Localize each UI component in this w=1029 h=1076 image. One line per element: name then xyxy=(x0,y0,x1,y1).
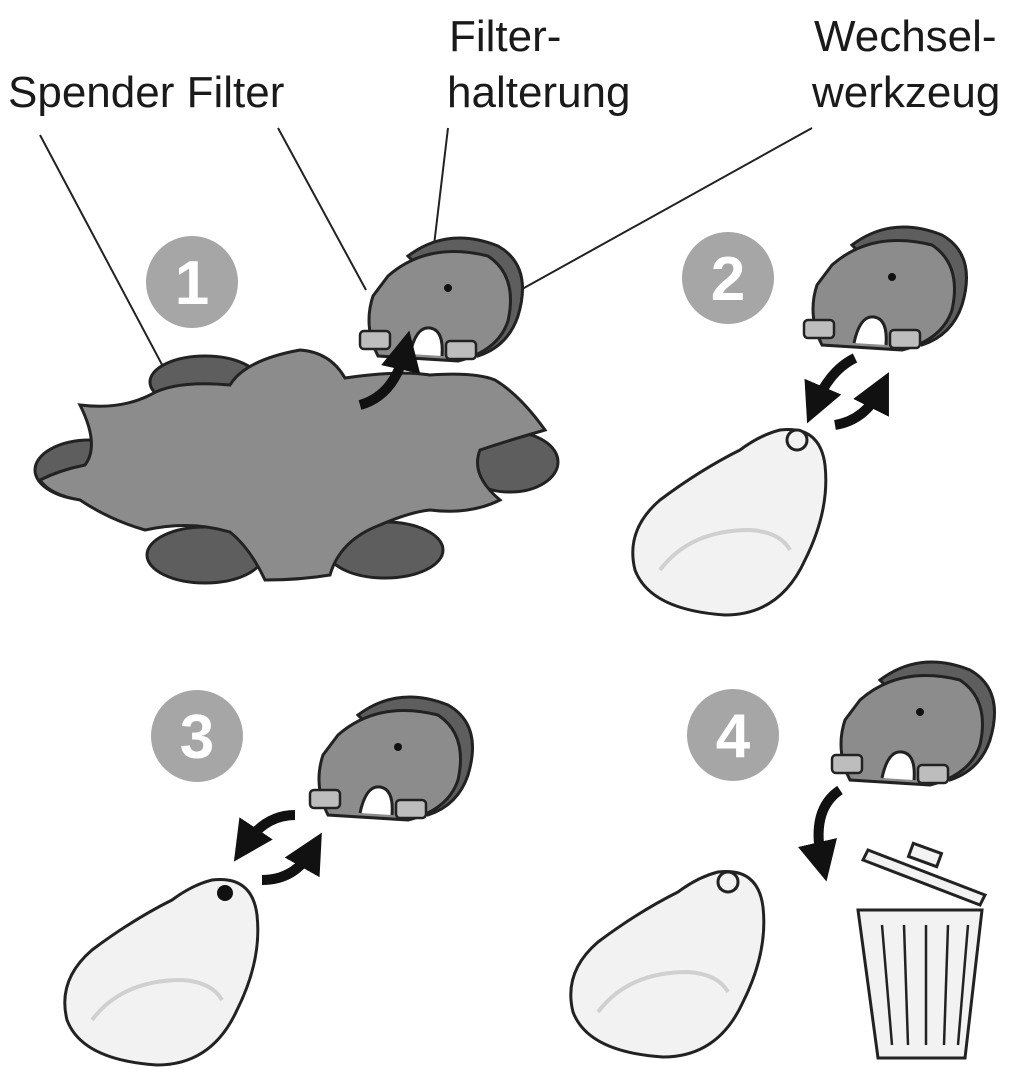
step-badge-2: 2 xyxy=(682,232,774,324)
step-number-1: 1 xyxy=(175,249,209,318)
arrow-step4 xyxy=(798,785,844,882)
arrow-step2-left xyxy=(804,353,858,424)
filter-holder-step1 xyxy=(358,236,524,363)
label-filter-halterung-2: halterung xyxy=(447,68,631,117)
step-badge-3: 3 xyxy=(151,690,243,782)
step-number-3: 3 xyxy=(180,703,214,772)
earpiece-step2 xyxy=(630,427,828,617)
filter-dispenser xyxy=(33,348,560,585)
arrow-step1 xyxy=(358,330,421,410)
step-number-2: 2 xyxy=(711,245,745,314)
filter-on-earpiece-step4 xyxy=(716,870,740,894)
trash-can-icon xyxy=(856,841,988,1060)
earpiece-step4 xyxy=(568,869,766,1059)
step-badge-1: 1 xyxy=(146,236,238,328)
earpiece-step3 xyxy=(62,877,260,1067)
label-filter-halterung-1: Filter- xyxy=(449,12,562,61)
step-badge-4: 4 xyxy=(687,689,779,781)
filter-on-earpiece-step3 xyxy=(217,885,233,901)
label-spender-filter: Spender Filter xyxy=(8,68,285,117)
arrow-step3-right xyxy=(261,832,322,885)
change-tool-step2 xyxy=(802,225,968,352)
change-tool-step3 xyxy=(308,695,474,822)
arrow-step3-left xyxy=(233,810,296,862)
label-wechselwerkzeug-1: Wechsel- xyxy=(814,12,997,61)
step-number-4: 4 xyxy=(716,702,751,771)
label-wechselwerkzeug-2: werkzeug xyxy=(812,68,1001,117)
change-tool-step4 xyxy=(830,660,996,787)
filter-on-earpiece-step2 xyxy=(785,428,809,452)
arrow-step2-right xyxy=(833,372,889,430)
